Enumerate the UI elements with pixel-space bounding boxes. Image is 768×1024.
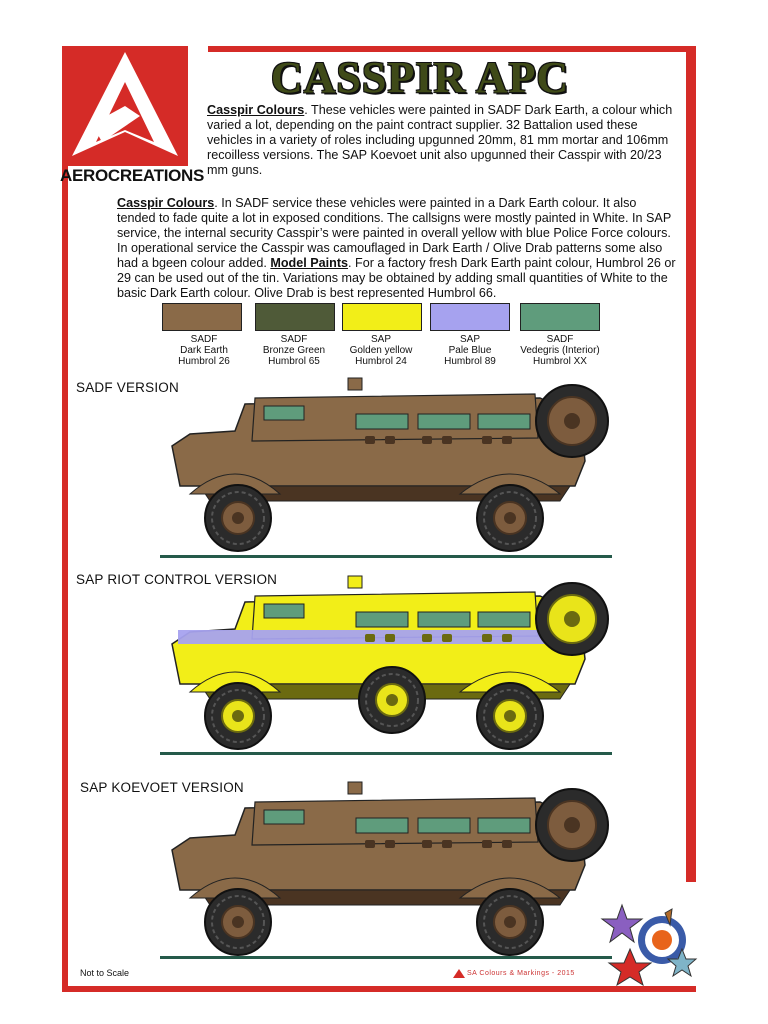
ground-line [160, 956, 612, 959]
colours-paragraph: Casspir Colours. In SADF service these v… [117, 196, 677, 301]
swatch-pale-blue [430, 303, 510, 331]
para1-heading: Casspir Colours [207, 103, 305, 117]
page-title: CASSPIR APC [270, 53, 570, 102]
logo-arrow-icon [72, 52, 178, 156]
copyright-footer: SA Colours & Markings - 2015 [467, 970, 575, 977]
swatch-bronze-green [255, 303, 335, 331]
aerocreations-logo [62, 46, 188, 166]
para1-text: . These vehicles were painted in SADF Da… [207, 103, 673, 177]
frame-right-border [686, 46, 696, 882]
not-to-scale-note: Not to Scale [80, 968, 130, 978]
casspir-sap-riot-illustration [171, 575, 609, 750]
version-label-sap-riot: SAP RIOT CONTROL VERSION [76, 572, 278, 587]
swatch-dark-earth [162, 303, 242, 331]
swatch-golden-yellow [342, 303, 422, 331]
brand-name: AEROCREATIONS [60, 166, 205, 185]
ground-line [160, 555, 612, 558]
frame-bottom-border [62, 986, 696, 992]
version-label-sadf: SADF VERSION [76, 380, 179, 395]
para2-text-a: . In SADF service these vehicles were pa… [117, 196, 671, 270]
footer-logo-icon [453, 969, 465, 978]
swatch-vedegris [520, 303, 600, 331]
sa-insignia-icon [600, 903, 698, 987]
para2-text-b: . For a factory fresh Dark Earth paint c… [117, 256, 676, 300]
para2-heading: Casspir Colours [117, 196, 215, 210]
version-label-sap-koevoet: SAP KOEVOET VERSION [80, 780, 244, 795]
casspir-sap-koevoet-illustration [171, 781, 609, 956]
intro-paragraph: Casspir Colours. These vehicles were pai… [207, 103, 677, 178]
casspir-sadf-illustration [171, 377, 609, 552]
frame-top-border [208, 46, 696, 52]
ground-line [160, 752, 612, 755]
model-paints-heading: Model Paints [270, 256, 349, 270]
frame-left-border [62, 60, 68, 992]
